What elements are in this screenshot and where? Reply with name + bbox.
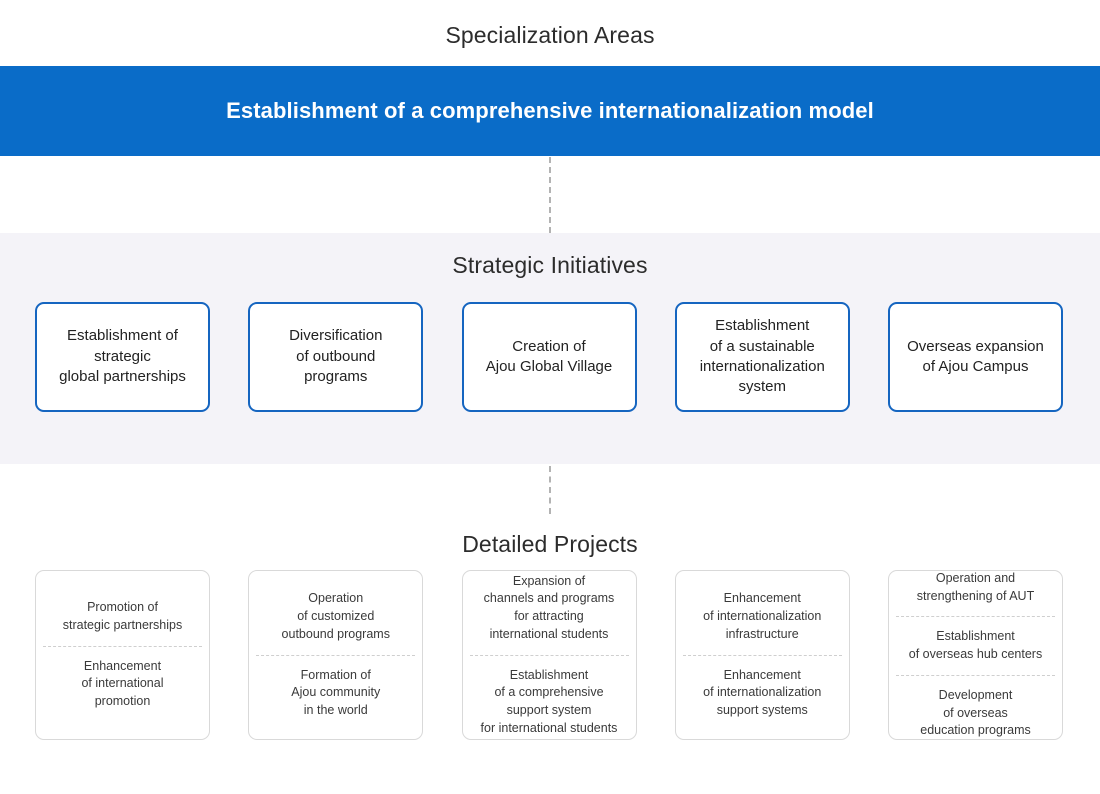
initiative-card[interactable]: Establishment of a sustainable internati… xyxy=(674,302,850,412)
initiative-card[interactable]: Establishment of strategic global partne… xyxy=(35,302,210,412)
initiative-label: Creation of Ajou Global Village xyxy=(485,337,613,375)
project-item: Enhancement of internationalization infr… xyxy=(703,591,822,641)
initiatives-row: Establishment of strategic global partne… xyxy=(35,302,1063,412)
section-title-strategic-initiatives: Strategic Initiatives xyxy=(452,252,648,278)
project-card[interactable]: Expansion of channels and programs for a… xyxy=(461,570,637,740)
project-item: Formation of Ajou community in the world xyxy=(256,654,416,731)
initiative-label: Establishment of a sustainable internati… xyxy=(699,317,825,396)
initiative-card[interactable]: Creation of Ajou Global Village xyxy=(461,302,637,412)
project-card[interactable]: Operation of customized outbound program… xyxy=(248,570,424,740)
connector-initiatives-to-projects xyxy=(549,466,551,514)
project-item: Enhancement of international promotion xyxy=(43,645,202,722)
project-item: Development of overseas education progra… xyxy=(896,674,1055,751)
project-item: Establishment of a comprehensive support… xyxy=(469,654,629,749)
project-item: Establishment of overseas hub centers xyxy=(896,616,1055,675)
project-item: Operation and strengthening of AUT xyxy=(916,570,1035,603)
project-item: Promotion of strategic partnerships xyxy=(62,600,183,632)
project-card[interactable]: Operation and strengthening of AUT Estab… xyxy=(888,570,1063,740)
project-item: Expansion of channels and programs for a… xyxy=(483,573,615,641)
page-title-specialization-areas: Specialization Areas xyxy=(445,22,655,48)
initiative-card[interactable]: Overseas expansion of Ajou Campus xyxy=(888,302,1063,412)
connector-banner-to-initiatives xyxy=(549,157,551,233)
projects-row: Promotion of strategic partnerships Enha… xyxy=(35,570,1063,740)
project-item: Enhancement of internationalization supp… xyxy=(682,654,842,731)
project-card[interactable]: Enhancement of internationalization infr… xyxy=(674,570,850,740)
initiative-label: Overseas expansion of Ajou Campus xyxy=(907,337,1044,375)
initiative-card[interactable]: Diversification of outbound programs xyxy=(248,302,424,412)
section-title-detailed-projects: Detailed Projects xyxy=(462,531,638,557)
project-card[interactable]: Promotion of strategic partnerships Enha… xyxy=(35,570,210,740)
initiative-label: Diversification of outbound programs xyxy=(289,327,383,386)
specialization-banner: Establishment of a comprehensive interna… xyxy=(0,66,1100,156)
initiative-label: Establishment of strategic global partne… xyxy=(59,327,186,386)
project-item: Operation of customized outbound program… xyxy=(281,591,390,641)
specialization-banner-text: Establishment of a comprehensive interna… xyxy=(226,98,874,123)
